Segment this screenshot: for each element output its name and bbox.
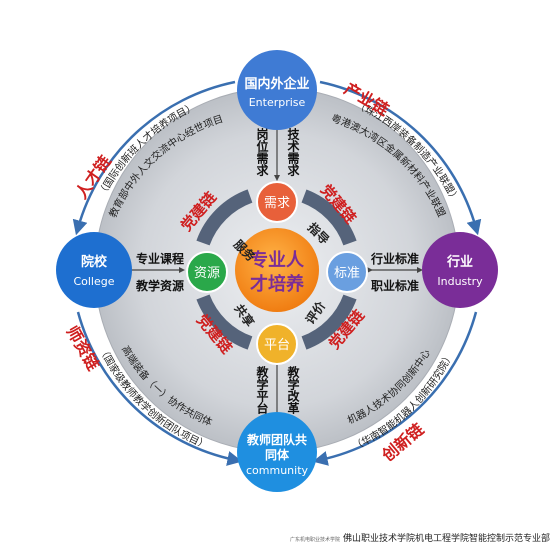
spoke-label-vocational-standard: 职业标准 [371,278,419,293]
footer-caption: 广东机电职业技术学院佛山职业技术学院机电工程学院智能控制示范专业部 [290,531,550,544]
footer-main-text: 佛山职业技术学院机电工程学院智能控制示范专业部 [342,534,550,544]
node-enterprise-cn: 国内外企业 [244,76,309,92]
spoke-label-post-demand: 岗位需求 [255,128,269,177]
ring-arc-br [301,294,357,350]
center-label-line1: 专业人 [250,249,305,271]
arrow-arc-bottom-right [312,311,478,466]
node-community-cn2: 同体 [265,447,290,462]
node-community-en: community [246,464,309,477]
arrow-arc-top-right [319,80,482,236]
inner-node-standard: 标准 [326,251,368,293]
spoke-label-teaching-reform: 教学改革 [286,365,300,415]
inner-node-demand-label: 需求 [264,196,290,211]
ring-arc-tl [196,189,253,246]
footer-small-text: 广东机电职业技术学院 [289,537,340,543]
inner-node-demand: 需求 [256,181,298,223]
ring-arc-bl [196,294,253,350]
arrow-arc-top-left [72,80,236,236]
node-industry-cn: 行业 [446,254,473,270]
inner-node-resource: 资源 [186,251,228,293]
spoke-label-industry-standard: 行业标准 [370,251,419,266]
node-college-cn: 院校 [81,254,108,270]
node-enterprise: 国内外企业 Enterprise [237,50,317,130]
inner-node-platform-label: 平台 [264,338,290,353]
inner-node-resource-label: 资源 [194,266,220,281]
party-building-ring [196,189,357,350]
spoke-label-teaching-platform: 教学平台 [255,365,269,415]
arrow-arc-bottom-left [76,311,243,466]
outer-arrow-ring [72,80,482,466]
node-college-en: College [73,275,114,288]
node-college: 院校 College [56,232,132,308]
node-community: 教师团队共 同体 community [237,412,317,492]
node-industry-en: Industry [437,275,483,288]
node-industry: 行业 Industry [422,232,498,308]
center-circle [235,228,319,312]
teacher-chain-title: 师资链 [63,323,104,375]
inner-node-standard-label: 标准 [334,266,360,281]
spoke-label-courses: 专业课程 [136,251,184,266]
node-enterprise-en: Enterprise [249,96,306,109]
spoke-label-teaching-resources: 教学资源 [135,278,184,293]
center-label-line2: 才培养 [250,273,305,295]
ring-arc-tr [301,189,357,246]
node-community-cn1: 教师团队共 [246,432,307,447]
inner-node-platform: 平台 [256,323,298,365]
spoke-label-tech-demand: 技术需求 [286,127,300,177]
